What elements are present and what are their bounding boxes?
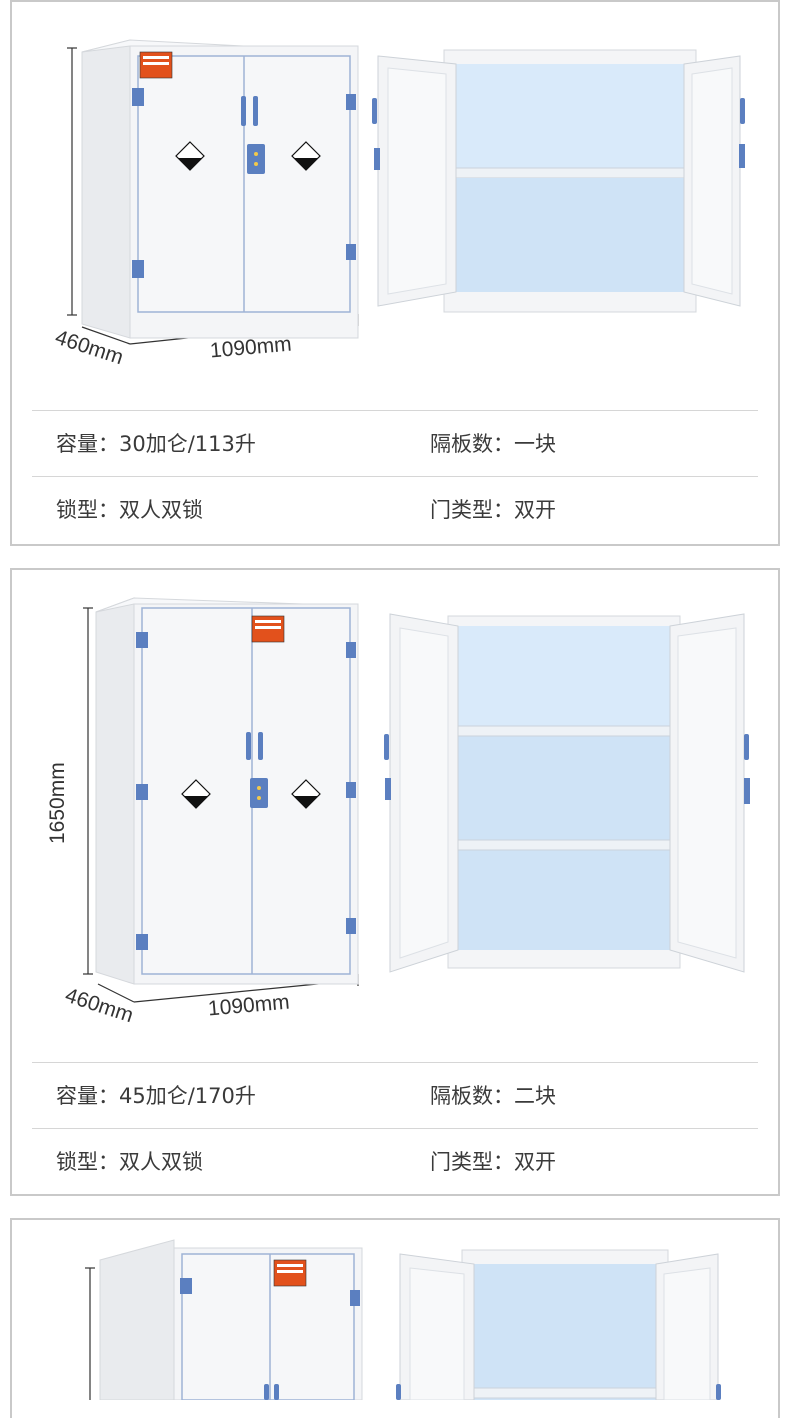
cabinet-illustration-small [67,39,745,345]
cabinet-illustration-partial [85,1239,721,1400]
cabinet-illustration-tall [83,597,750,1003]
spec-row-2: 锁型：双人双锁 门类型：双开 [32,1128,758,1194]
capacity-spec: 容量：30加仑/113升 [56,432,256,456]
product-card-2: 1650mm 460mm 1090mm 容量：45加仑/170升 隔板数：二块 … [10,568,780,1196]
capacity-spec: 容量：45加仑/170升 [56,1084,256,1108]
product-card-3 [10,1218,780,1418]
door-spec: 门类型：双开 [430,1150,556,1174]
spec-row-2: 锁型：双人双锁 门类型：双开 [32,476,758,543]
product-card-1: 1120mm 460mm 1090mm 容量：30加仑/113升 隔板数：一块 … [10,0,780,546]
spec-row-1: 容量：45加仑/170升 隔板数：二块 [32,1062,758,1129]
shelves-spec: 隔板数：二块 [430,1084,556,1108]
lock-spec: 锁型：双人双锁 [56,498,203,522]
shelves-spec: 隔板数：一块 [430,432,556,456]
height-dimension-label: 1120mm [10,119,17,200]
door-spec: 门类型：双开 [430,498,556,522]
height-dimension-label: 1650mm [46,762,69,844]
lock-spec: 锁型：双人双锁 [56,1150,203,1174]
spec-row-1: 容量：30加仑/113升 隔板数：一块 [32,410,758,477]
